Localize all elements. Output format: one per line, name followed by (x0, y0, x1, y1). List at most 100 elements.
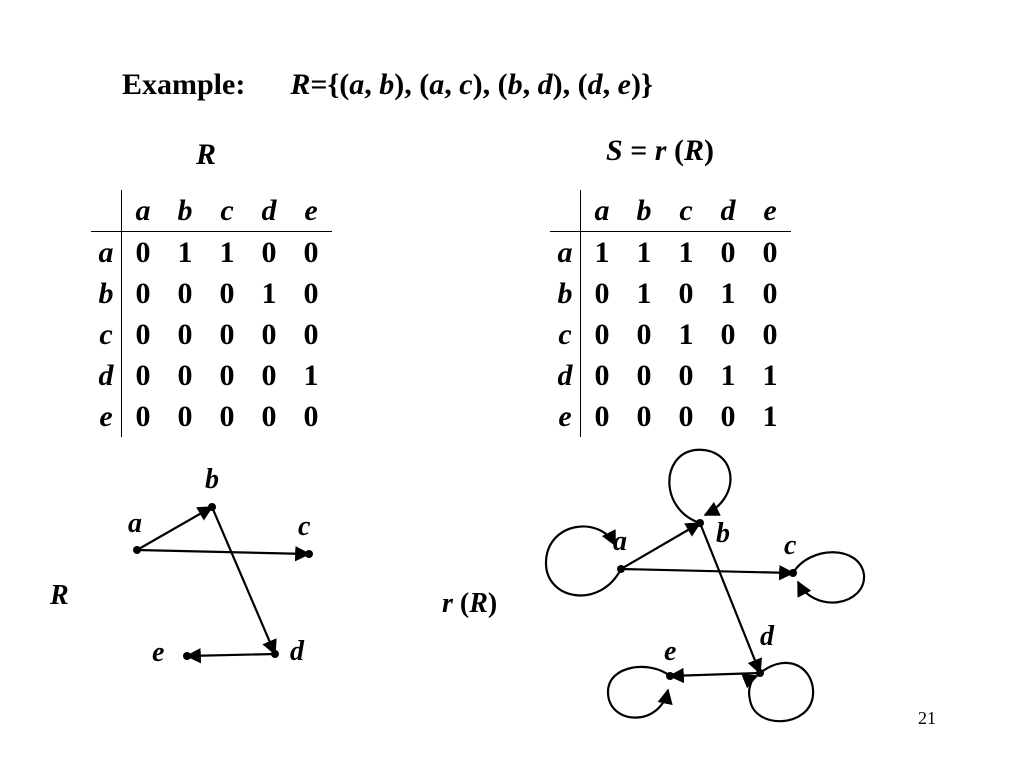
node-a (617, 565, 625, 573)
col-header: e (290, 190, 332, 232)
matrix-cell: 0 (762, 236, 778, 269)
page-number: 21 (918, 708, 936, 728)
node-label-e: e (664, 636, 676, 667)
row-header: b (91, 273, 122, 314)
matrix-cell: 0 (594, 277, 610, 310)
matrix-cell: 0 (594, 318, 610, 351)
row-header: a (91, 231, 122, 273)
loop-c (792, 551, 866, 604)
matrix-cell: 1 (678, 318, 694, 351)
matrix-cell: 0 (636, 400, 652, 433)
node-c (789, 569, 797, 577)
col-header: c (665, 190, 707, 232)
col-header: d (707, 190, 749, 232)
matrix-cell: 0 (261, 236, 277, 269)
row-header: e (550, 396, 581, 437)
matrix-cell: 1 (219, 236, 235, 269)
right-graph: a b c d e r (R) (442, 448, 866, 723)
left-graph-caption: R (49, 580, 69, 611)
row-header: e (91, 396, 122, 437)
matrix-row: d 0 0 0 0 1 (91, 355, 332, 396)
matrix-cell: 0 (261, 359, 277, 392)
matrix-cell: 1 (303, 359, 319, 392)
right-matrix-caption: S = r (R) (606, 134, 714, 167)
matrix-cell: 0 (762, 318, 778, 351)
node-e (183, 652, 191, 660)
left-graph: a b c d e R (49, 464, 313, 668)
node-label-d: d (290, 636, 305, 667)
matrix-cell: 0 (135, 236, 151, 269)
matrix-corner (550, 190, 581, 232)
node-a (133, 546, 141, 554)
matrix-cell: 0 (720, 318, 736, 351)
left-relation-matrix: a b c d e a 0 1 1 0 0 b 0 0 0 1 0 c 0 0 … (91, 190, 332, 437)
matrix-cell: 0 (720, 236, 736, 269)
matrix-cell: 0 (594, 400, 610, 433)
matrix-row: e 0 0 0 0 1 (550, 396, 791, 437)
node-label-a: a (613, 526, 627, 557)
row-header: d (550, 355, 581, 396)
node-d (756, 669, 764, 677)
matrix-row: b 0 0 0 1 0 (91, 273, 332, 314)
matrix-cell: 0 (177, 277, 193, 310)
node-b (696, 519, 704, 527)
node-d (271, 650, 279, 658)
edge-b-d (698, 522, 763, 675)
matrix-cell: 0 (135, 400, 151, 433)
matrix-cell: 1 (261, 277, 277, 310)
node-label-e: e (152, 637, 164, 668)
col-header: b (164, 190, 206, 232)
matrix-cell: 0 (261, 400, 277, 433)
matrix-row: a 1 1 1 0 0 (550, 231, 791, 273)
matrix-cell: 0 (636, 359, 652, 392)
row-header: a (550, 231, 581, 273)
edge-d-e (185, 647, 276, 664)
node-c (305, 550, 313, 558)
node-label-c: c (298, 511, 311, 542)
loop-d (741, 661, 815, 723)
matrix-cell: 0 (135, 318, 151, 351)
edge-a-b (620, 522, 702, 570)
col-header: b (623, 190, 665, 232)
matrix-cell: 1 (720, 359, 736, 392)
col-header: e (749, 190, 791, 232)
matrix-cell: 0 (762, 277, 778, 310)
matrix-row: a 0 1 1 0 0 (91, 231, 332, 273)
edge-a-c (620, 564, 795, 581)
matrix-cell: 0 (177, 400, 193, 433)
edge-a-b (136, 506, 214, 551)
matrix-cell: 1 (678, 236, 694, 269)
matrix-cell: 1 (762, 400, 778, 433)
loop-a (544, 525, 622, 597)
title-set-symbol: R (290, 68, 311, 101)
edge-b-d (210, 506, 277, 656)
right-graph-caption: r (R) (442, 588, 497, 619)
matrix-cell: 1 (177, 236, 193, 269)
matrix-row: e 0 0 0 0 0 (91, 396, 332, 437)
title-set-body: ={(a, b), (a, c), (b, d), (d, e)} (310, 68, 653, 101)
matrix-row: c 0 0 1 0 0 (550, 314, 791, 355)
col-header: a (121, 190, 164, 232)
matrix-cell: 0 (135, 359, 151, 392)
matrix-row: c 0 0 0 0 0 (91, 314, 332, 355)
matrix-cell: 0 (135, 277, 151, 310)
node-label-d: d (760, 621, 775, 652)
matrix-cell: 0 (219, 359, 235, 392)
row-header: c (550, 314, 581, 355)
matrix-cell: 0 (303, 236, 319, 269)
node-label-b: b (205, 464, 219, 495)
col-header: d (248, 190, 290, 232)
row-header: b (550, 273, 581, 314)
slide-title: Example: R={(a, b), (a, c), (b, d), (d, … (122, 68, 653, 102)
edge-d-e (668, 667, 761, 684)
matrix-cell: 0 (219, 400, 235, 433)
loop-b (668, 448, 732, 525)
matrix-cell: 0 (720, 400, 736, 433)
matrix-cell: 0 (261, 318, 277, 351)
matrix-cell: 0 (219, 277, 235, 310)
row-header: d (91, 355, 122, 396)
matrix-row: d 0 0 0 1 1 (550, 355, 791, 396)
left-matrix-caption: R (196, 138, 217, 171)
matrix-cell: 1 (720, 277, 736, 310)
col-header: a (580, 190, 623, 232)
